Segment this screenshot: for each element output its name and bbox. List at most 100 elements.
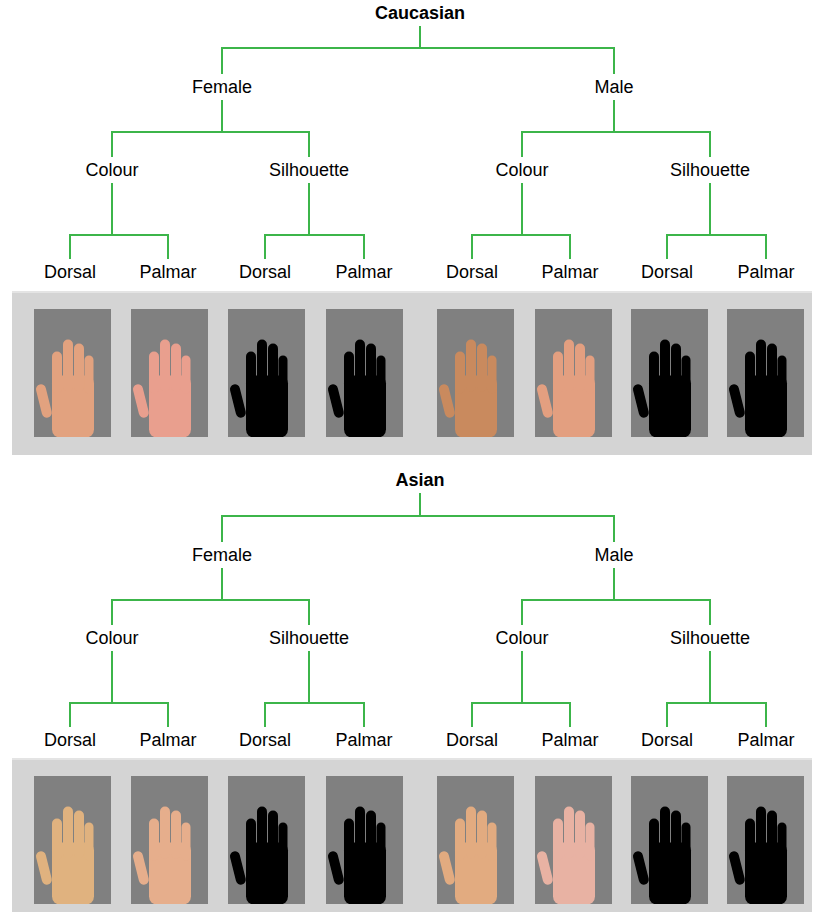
tree-node-label: Palmar xyxy=(539,262,600,282)
tree-node-label: Palmar xyxy=(333,262,394,282)
tree-branch xyxy=(309,651,364,727)
hand-silhouette xyxy=(728,340,787,438)
tree-branch xyxy=(522,100,614,157)
node-text: Palmar xyxy=(139,730,196,750)
node-text: Palmar xyxy=(541,262,598,282)
node-text: Caucasian xyxy=(375,3,465,23)
image-tile xyxy=(228,776,305,904)
tree-node-label: Palmar xyxy=(735,262,796,282)
node-text: Female xyxy=(192,545,252,565)
tree-root-label: Caucasian xyxy=(373,3,467,23)
tree-branch xyxy=(522,568,614,625)
node-text: Dorsal xyxy=(641,262,693,282)
image-panel xyxy=(12,291,812,455)
tree-branch xyxy=(667,183,710,259)
node-text: Dorsal xyxy=(239,730,291,750)
tree-node-label: Palmar xyxy=(735,730,796,750)
tree-branch xyxy=(265,183,309,259)
tree-branch xyxy=(112,651,168,727)
tree-branch xyxy=(710,651,766,727)
hand-tiles xyxy=(34,776,804,905)
tree-node-label: Silhouette xyxy=(267,628,351,648)
tree-branch xyxy=(667,651,710,727)
tree-node-label: Male xyxy=(592,545,635,565)
image-tile xyxy=(631,309,708,437)
tree-node-label: Palmar xyxy=(137,262,198,282)
node-text: Palmar xyxy=(737,730,794,750)
hand-silhouette xyxy=(229,807,288,905)
image-tile xyxy=(727,776,804,904)
tree-node-label: Palmar xyxy=(137,730,198,750)
tree-branch xyxy=(614,100,710,157)
tree-node-label: Dorsal xyxy=(444,730,500,750)
node-text: Silhouette xyxy=(269,628,349,648)
node-text: Dorsal xyxy=(446,262,498,282)
hand-silhouette xyxy=(327,340,386,438)
hand-image xyxy=(438,807,497,905)
panel-edge xyxy=(12,291,812,293)
tree-branch xyxy=(472,651,522,727)
node-text: Palmar xyxy=(541,730,598,750)
image-tile xyxy=(326,776,403,904)
tree-branch xyxy=(222,568,309,625)
tree-node-label: Dorsal xyxy=(237,730,293,750)
tree-node-label: Dorsal xyxy=(42,262,98,282)
tree-node-label: Dorsal xyxy=(42,730,98,750)
hand-tiles xyxy=(34,309,804,438)
tree-node-label: Dorsal xyxy=(237,262,293,282)
tree-node-label: Silhouette xyxy=(668,628,752,648)
node-text: Silhouette xyxy=(670,628,750,648)
tree-branch xyxy=(112,183,168,259)
node-text: Male xyxy=(594,545,633,565)
image-tile xyxy=(34,776,111,904)
hand-image xyxy=(132,807,191,905)
node-text: Palmar xyxy=(335,730,392,750)
tree-branch xyxy=(309,183,364,259)
tree-node-label: Palmar xyxy=(333,730,394,750)
node-text: Colour xyxy=(495,628,548,648)
tree-branch xyxy=(472,183,522,259)
image-tile xyxy=(131,309,208,437)
tree-branch xyxy=(222,493,420,542)
tree-node-label: Dorsal xyxy=(639,730,695,750)
image-panel xyxy=(12,758,812,912)
node-text: Colour xyxy=(85,628,138,648)
node-text: Asian xyxy=(395,470,444,490)
hand-image xyxy=(536,807,595,905)
tree-node-label: Male xyxy=(592,77,635,97)
hand-silhouette xyxy=(728,807,787,905)
tree-node-label: Colour xyxy=(83,160,140,180)
tree-branch xyxy=(70,183,112,259)
tree-node-label: Colour xyxy=(493,628,550,648)
image-tile xyxy=(131,776,208,904)
node-text: Palmar xyxy=(335,262,392,282)
tree-node-label: Colour xyxy=(493,160,550,180)
hand-image xyxy=(536,340,595,438)
node-text: Dorsal xyxy=(641,730,693,750)
tree-branch xyxy=(222,26,420,74)
node-text: Silhouette xyxy=(269,160,349,180)
hand-image xyxy=(132,340,191,438)
tree-node-label: Female xyxy=(190,545,254,565)
hand-silhouette xyxy=(229,340,288,438)
node-text: Colour xyxy=(85,160,138,180)
tree-root-label: Asian xyxy=(393,470,446,490)
node-text: Dorsal xyxy=(239,262,291,282)
tree-branch xyxy=(710,183,766,259)
hand-silhouette xyxy=(327,807,386,905)
tree-node-label: Silhouette xyxy=(668,160,752,180)
node-text: Palmar xyxy=(737,262,794,282)
node-text: Dorsal xyxy=(44,262,96,282)
tree-node-label: Silhouette xyxy=(267,160,351,180)
hand-image xyxy=(35,807,94,905)
image-tile xyxy=(34,309,111,437)
node-text: Palmar xyxy=(139,262,196,282)
node-text: Colour xyxy=(495,160,548,180)
tree-node-label: Female xyxy=(190,77,254,97)
hand-image xyxy=(35,340,94,438)
image-tile xyxy=(437,776,514,904)
